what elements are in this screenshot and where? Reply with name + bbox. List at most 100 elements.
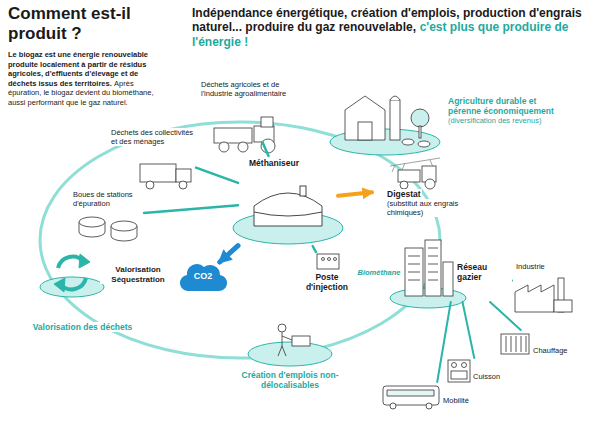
intro-paragraph: Le biogaz est une énergie renouvelable p… [8, 50, 160, 108]
node-text: Agriculture durable et pérenne économiqu… [447, 96, 567, 116]
connector [196, 168, 238, 183]
bus-part [383, 386, 439, 405]
farm-part [419, 126, 421, 138]
digester-dome-part [300, 186, 306, 196]
connector [490, 302, 521, 330]
radiator-part [506, 336, 526, 352]
farm-part [390, 100, 400, 140]
buildings-part [443, 262, 453, 296]
spreading-tractor-part [400, 181, 408, 189]
node-text: Chauffage [532, 346, 568, 355]
spreading-tractor-part [398, 170, 420, 182]
spreading-tractor-part [390, 158, 440, 172]
use-node: Mobilité [380, 382, 490, 408]
farm-part [358, 122, 372, 140]
worker-part [278, 324, 286, 332]
node-text: Cuisson [472, 372, 501, 381]
connector [220, 246, 238, 262]
platform-part [248, 342, 332, 366]
use-node: Chauffage [498, 330, 572, 356]
source-node: Boues de stations d'épuration [72, 190, 144, 242]
spreading-tractor-part [425, 179, 435, 189]
farm-part [418, 141, 430, 147]
connector [144, 205, 238, 213]
node-text: CO2 [193, 262, 214, 282]
node-text: Déchets agricoles et de l'industrie agro… [200, 80, 298, 98]
factory [515, 278, 572, 312]
farm-part [411, 109, 429, 127]
node-text: Industrie [515, 262, 546, 271]
injection-node: Poste d'injection [296, 252, 358, 292]
stove [448, 360, 470, 382]
connector [463, 302, 475, 358]
node-text: Boues de stations d'épuration [72, 190, 144, 208]
tractor-trailer-part [214, 128, 252, 143]
sludge-tanks [79, 217, 137, 241]
recycle-symbol-part [54, 278, 65, 292]
network-node: Réseau gazier [400, 240, 512, 302]
headline: Indépendance énergétique, création d'emp… [192, 6, 590, 49]
connector [437, 302, 451, 382]
garbage-truck-part [176, 169, 191, 182]
worker [278, 324, 310, 356]
farm [345, 96, 430, 147]
source-node: Déchets des collectivités et des ménages [110, 128, 196, 176]
connector [338, 192, 372, 196]
node-text: Valorisation Séquestration [100, 265, 176, 284]
garbage-truck-part [140, 164, 176, 182]
tractor-trailer-part [261, 117, 273, 127]
bus-part [390, 403, 396, 409]
injection-station-part [317, 254, 339, 269]
worker-part [292, 336, 310, 346]
injection-station [317, 254, 339, 269]
platform-part [40, 277, 104, 297]
edge-label: Biométhane [356, 267, 403, 276]
source-node: Déchets agricoles et de l'industrie agro… [200, 80, 298, 142]
bus-part [426, 403, 432, 409]
spreading-tractor [390, 158, 440, 189]
garbage-truck-part [179, 181, 187, 189]
node-text: Mobilité [442, 396, 470, 405]
digester-node: Méthaniseur [238, 156, 338, 246]
recycle-symbol [54, 254, 90, 292]
use-node: Industrie [505, 262, 577, 309]
farm-part [345, 96, 385, 140]
injection-station-part [334, 258, 337, 261]
co2-cloud: CO2Valorisation Séquestration [180, 262, 226, 292]
node-text: Réseau gazier [456, 262, 512, 282]
farm-part [402, 139, 414, 145]
node-text: Valorisation des déchets [32, 322, 134, 332]
digester-dome [254, 186, 322, 226]
factory-part [515, 285, 554, 312]
digester-dome-part [254, 212, 322, 216]
recycle-symbol-part [79, 254, 90, 268]
sludge-tanks-part [111, 221, 137, 231]
garbage-truck [140, 164, 191, 189]
sludge-tanks-part [79, 217, 105, 227]
farm-part [390, 96, 400, 100]
bus [383, 386, 439, 409]
output-node: Digestat(substitut aux engrais chimiques… [372, 158, 464, 217]
benefit-node: Agriculture durable et pérenne économiqu… [335, 88, 567, 148]
stove-part [451, 371, 467, 379]
tractor-trailer-part [219, 142, 229, 152]
radiator-part [501, 334, 529, 354]
node-text: (substitut aux engrais chimiques) [386, 199, 464, 217]
worker-part [278, 332, 292, 356]
node-text: (diversification des revenus) [447, 116, 542, 125]
node-text: Méthaniseur [248, 158, 300, 168]
injection-station-part [328, 258, 331, 261]
injection-station-part [322, 258, 325, 261]
buildings-part [408, 248, 438, 280]
node-text: Digestat [386, 189, 422, 199]
stove-part [462, 363, 467, 368]
title: Comment est-il produit ? [8, 4, 183, 43]
stove-part [448, 360, 470, 382]
node-text: Déchets des collectivités et des ménages [110, 128, 196, 146]
bus-part [387, 390, 434, 396]
use-node: Cuisson [445, 358, 509, 384]
connector [313, 246, 316, 252]
garbage-truck-part [146, 181, 154, 189]
connector [262, 142, 268, 156]
